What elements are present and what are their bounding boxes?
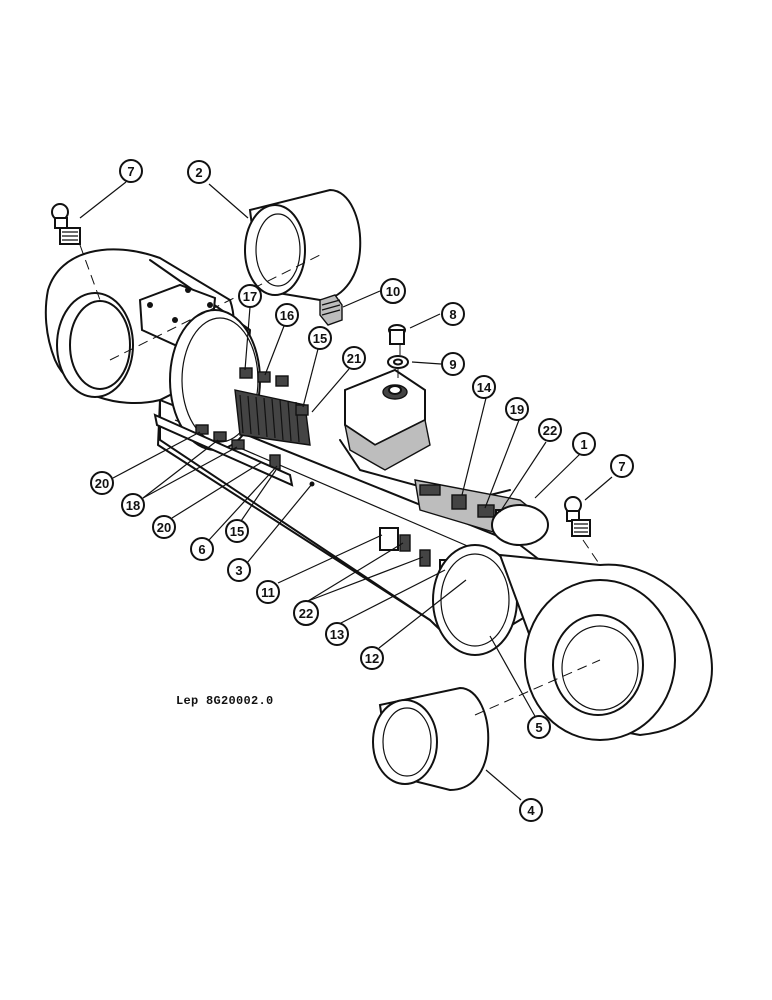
piston-seals xyxy=(195,367,309,470)
callout-label: 5 xyxy=(535,720,542,735)
callout-label: 22 xyxy=(299,606,313,621)
callout-label: 11 xyxy=(261,585,275,600)
callout-16: 16 xyxy=(275,303,299,327)
callout-5: 5 xyxy=(527,715,551,739)
callout-label: 21 xyxy=(347,351,361,366)
callout-10: 10 xyxy=(380,278,406,304)
callout-label: 15 xyxy=(313,331,327,346)
callout-11: 11 xyxy=(256,580,280,604)
callout-21: 21 xyxy=(342,346,366,370)
plug xyxy=(319,294,343,326)
grease-fitting-right xyxy=(564,496,591,537)
callout-label: 7 xyxy=(127,164,134,179)
callout-label: 12 xyxy=(365,651,379,666)
grease-fitting-left xyxy=(51,203,81,245)
rod-seal-area xyxy=(414,479,549,546)
callout-20-bottom: 20 xyxy=(152,515,176,539)
washer xyxy=(387,355,409,369)
callout-label: 2 xyxy=(195,165,202,180)
callout-label: 17 xyxy=(243,289,257,304)
callout-label: 7 xyxy=(618,459,625,474)
callout-14: 14 xyxy=(472,375,496,399)
callout-20-top: 20 xyxy=(90,471,114,495)
callout-15-top: 15 xyxy=(308,326,332,350)
callout-label: 18 xyxy=(126,498,140,513)
left-eye-head xyxy=(44,248,261,451)
drawing-reference-code: Lep 8G20002.0 xyxy=(176,694,274,708)
callout-label: 6 xyxy=(198,542,205,557)
callout-18: 18 xyxy=(121,493,145,517)
callout-label: 13 xyxy=(330,627,344,642)
cylinder-assembly xyxy=(44,248,713,741)
callout-22-bottom: 22 xyxy=(293,600,319,626)
callout-13: 13 xyxy=(325,622,349,646)
leader-lines xyxy=(79,181,613,801)
callout-label: 19 xyxy=(510,402,524,417)
callout-label: 22 xyxy=(543,423,557,438)
callout-label: 20 xyxy=(95,476,109,491)
callout-7-right: 7 xyxy=(610,454,634,478)
callout-15-bottom: 15 xyxy=(225,519,249,543)
callout-label: 9 xyxy=(449,357,456,372)
screw xyxy=(388,324,406,345)
callout-2: 2 xyxy=(187,160,211,184)
callout-7-top-left: 7 xyxy=(119,159,143,183)
callout-label: 4 xyxy=(527,803,535,818)
callout-9: 9 xyxy=(441,352,465,376)
right-eye-head xyxy=(498,553,713,741)
callout-label: 8 xyxy=(449,307,456,322)
callout-12: 12 xyxy=(360,646,384,670)
callout-label: 10 xyxy=(386,284,400,299)
callout-label: 14 xyxy=(477,380,492,395)
callout-22-right: 22 xyxy=(538,418,562,442)
callout-label: 15 xyxy=(230,524,244,539)
callout-label: 1 xyxy=(580,437,587,452)
bushing-bottom xyxy=(372,686,490,792)
callout-label: 20 xyxy=(157,520,171,535)
callout-8: 8 xyxy=(441,302,465,326)
callout-19: 19 xyxy=(505,397,529,421)
callout-3: 3 xyxy=(227,558,251,582)
callout-label: 3 xyxy=(235,563,242,578)
callout-label: 16 xyxy=(280,308,294,323)
centre-lines xyxy=(79,244,601,716)
callout-1: 1 xyxy=(572,432,596,456)
valve-block xyxy=(339,368,511,501)
bushing-top xyxy=(244,188,362,302)
callout-4: 4 xyxy=(519,798,543,822)
piston-thread xyxy=(234,389,311,446)
callout-17: 17 xyxy=(238,284,262,308)
callout-6: 6 xyxy=(190,537,214,561)
